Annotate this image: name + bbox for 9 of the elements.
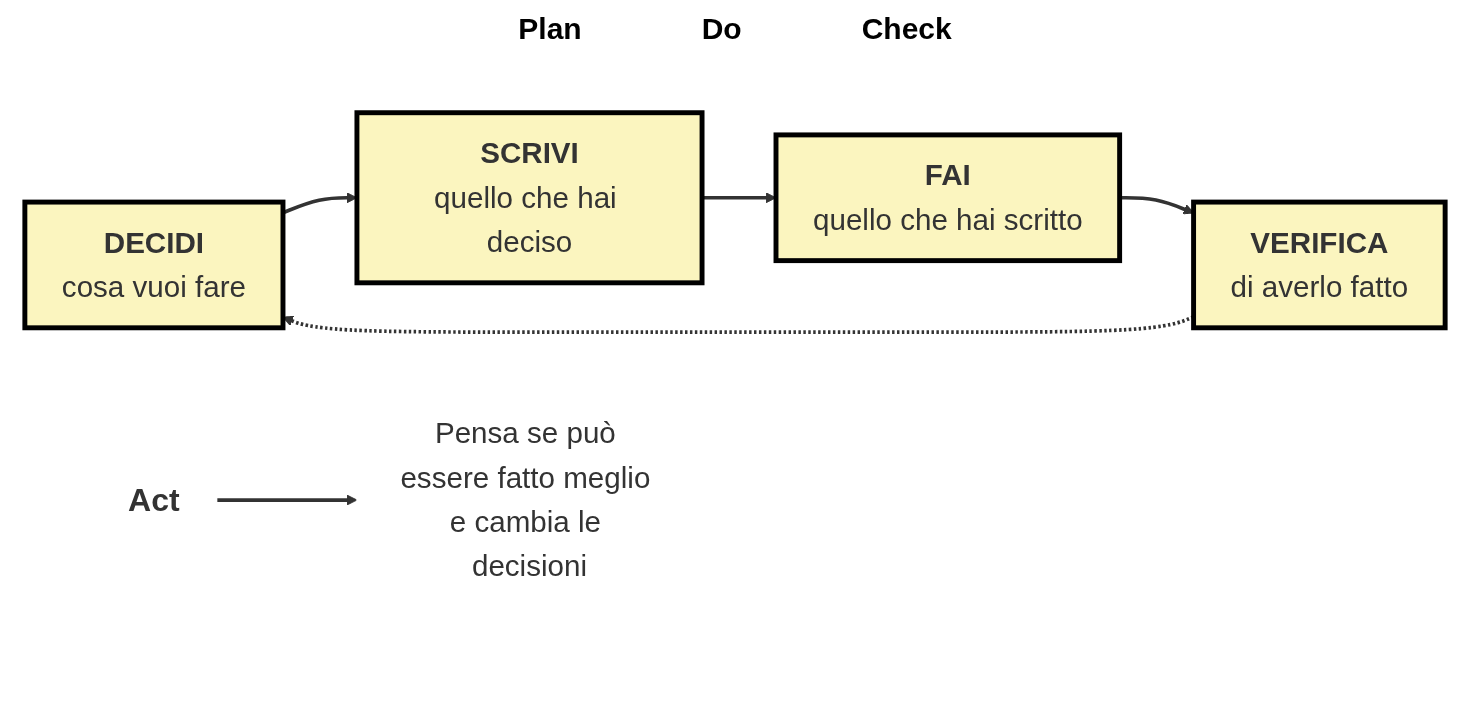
node-box: FAI quello che hai scritto — [773, 132, 1123, 264]
phase-label: Plan — [518, 12, 582, 46]
node-box: VERIFICA di averlo fatto — [1191, 199, 1448, 331]
node-text: Pensa se può essere fatto meglio e cambia le decisioni — [400, 416, 651, 583]
node-text: Act — [128, 480, 180, 518]
phase-label: Check — [861, 12, 952, 46]
node-box: DECIDI cosa vuoi fare — [22, 199, 286, 331]
node-box: SCRIVI quello che hai deciso — [354, 110, 705, 286]
phase-label: Do — [701, 12, 742, 46]
